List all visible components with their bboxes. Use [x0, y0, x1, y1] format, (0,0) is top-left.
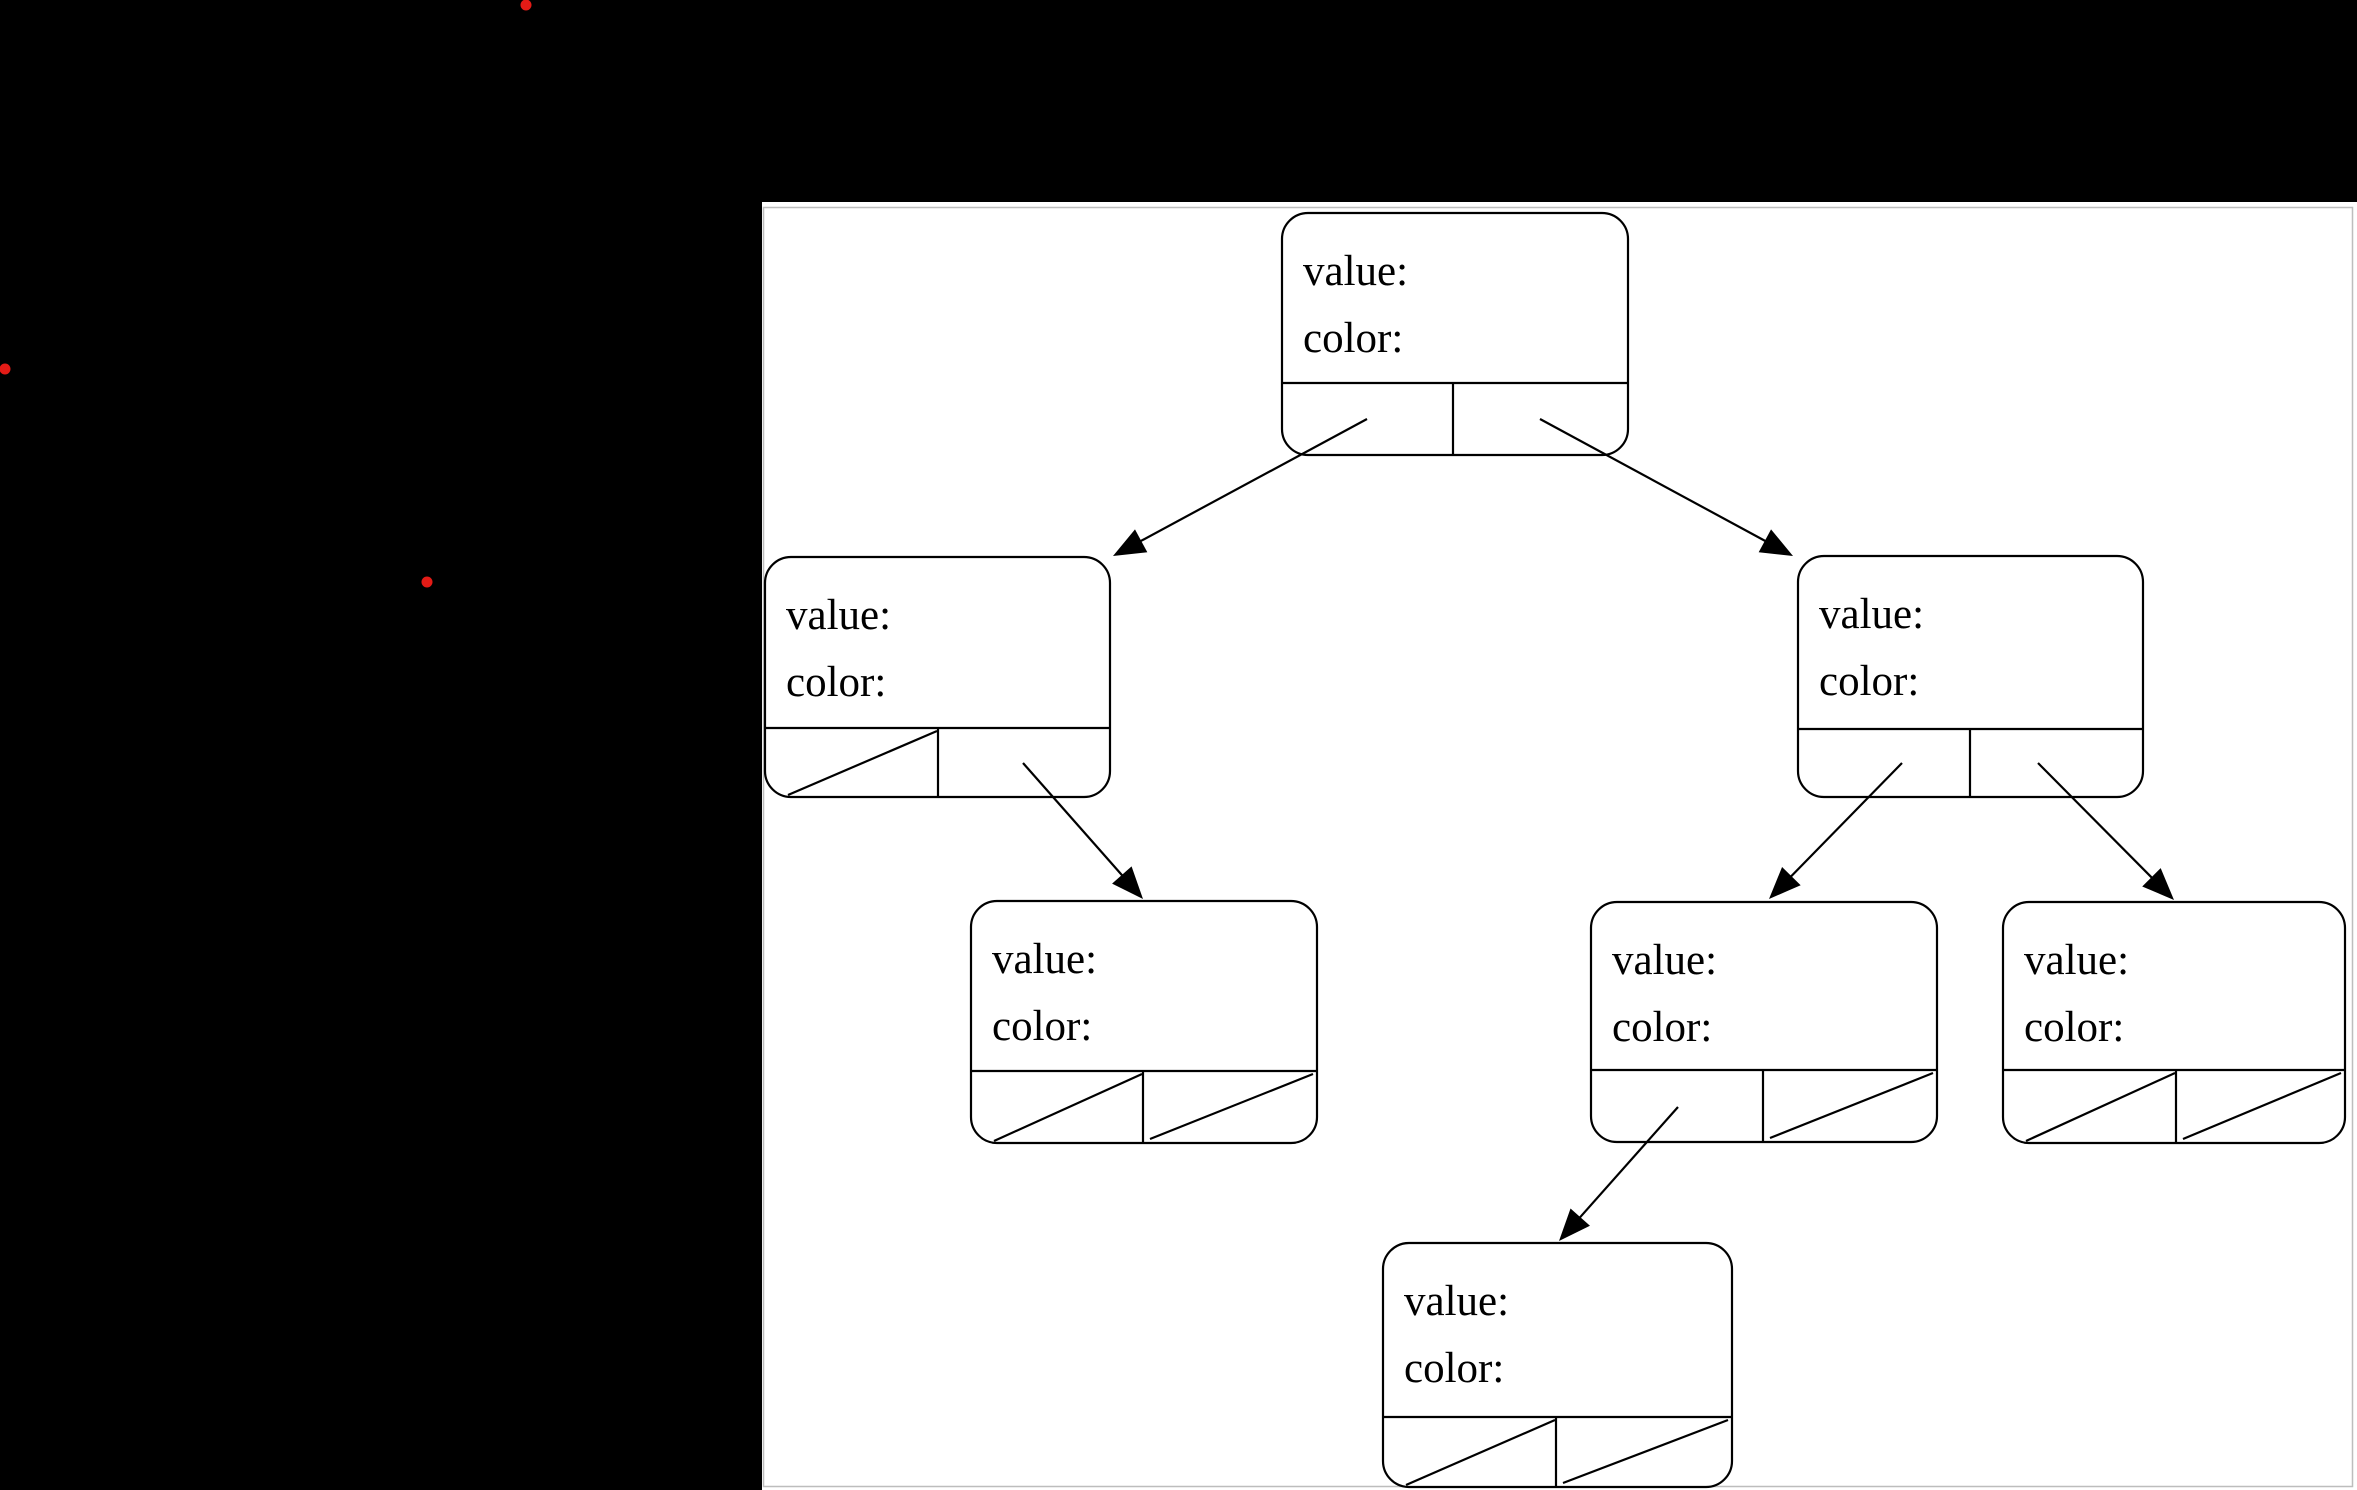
- null-pointer-slash-right: [1562, 1418, 1729, 1485]
- edge-line: [1539, 418, 1771, 545]
- edge-line: [1022, 762, 1127, 881]
- node-color-label: color:: [1819, 658, 1919, 705]
- node-value-label: value:: [1819, 591, 1924, 638]
- tree-node-LR: value: color:: [969, 899, 1319, 1145]
- arrowhead-icon: [1112, 866, 1143, 899]
- edge-L-right-to-LR: [1022, 762, 1143, 899]
- node-value-label: value:: [2024, 937, 2129, 984]
- node-color-label: color:: [1612, 1004, 1712, 1051]
- node-color-label: color:: [2024, 1004, 2124, 1051]
- node-color-label: color:: [992, 1003, 1092, 1050]
- node-box: [2001, 900, 2347, 1145]
- node-value-label: value:: [786, 592, 891, 639]
- edge-line: [1786, 762, 1903, 882]
- tree-node-RL: value: color:: [1589, 900, 1939, 1144]
- red-dot-1: [520, 0, 532, 11]
- edge-line: [2037, 762, 2157, 883]
- red-dot-3: [421, 576, 433, 588]
- null-pointer-slash-right: [1769, 1071, 1934, 1140]
- edge-R-left-to-RL: [1769, 762, 1903, 899]
- edge-line: [1575, 1106, 1679, 1223]
- edge-RL-left-to-RLL: [1559, 1106, 1679, 1241]
- node-value-label: value:: [1303, 248, 1408, 295]
- arrowhead-icon: [1758, 529, 1793, 556]
- node-box: [1381, 1241, 1734, 1489]
- node-color-label: color:: [1404, 1345, 1504, 1392]
- node-value-label: value:: [1612, 937, 1717, 984]
- edge-R-right-to-RR: [2037, 762, 2174, 900]
- tree-node-L: value: color:: [763, 555, 1112, 799]
- arrowhead-icon: [1559, 1208, 1590, 1241]
- node-color-label: color:: [1303, 315, 1403, 362]
- node-color-label: color:: [786, 659, 886, 706]
- arrowhead-icon: [2142, 868, 2174, 900]
- null-pointer-slash-left: [787, 729, 938, 797]
- tree-node-R: value: color:: [1796, 554, 2145, 799]
- tree-node-RR: value: color:: [2001, 900, 2347, 1145]
- tree-node-RLL: value: color:: [1381, 1241, 1734, 1489]
- tree-node-root: value: color:: [1280, 211, 1630, 457]
- null-pointer-slash-left: [1405, 1418, 1556, 1487]
- null-pointer-slash-right: [1149, 1072, 1314, 1141]
- null-pointer-slash-right: [2182, 1071, 2342, 1141]
- edge-root-left-to-L: [1113, 418, 1368, 556]
- arrowhead-icon: [1769, 867, 1801, 899]
- red-dot-2: [0, 363, 11, 375]
- node-value-label: value:: [1404, 1278, 1509, 1325]
- node-box: [1280, 211, 1630, 457]
- arrowhead-icon: [1113, 529, 1148, 556]
- node-value-label: value:: [992, 936, 1097, 983]
- null-pointer-slash-left: [2025, 1071, 2176, 1143]
- null-pointer-slash-left: [993, 1072, 1143, 1143]
- edge-root-right-to-R: [1539, 418, 1793, 556]
- edge-line: [1135, 418, 1368, 545]
